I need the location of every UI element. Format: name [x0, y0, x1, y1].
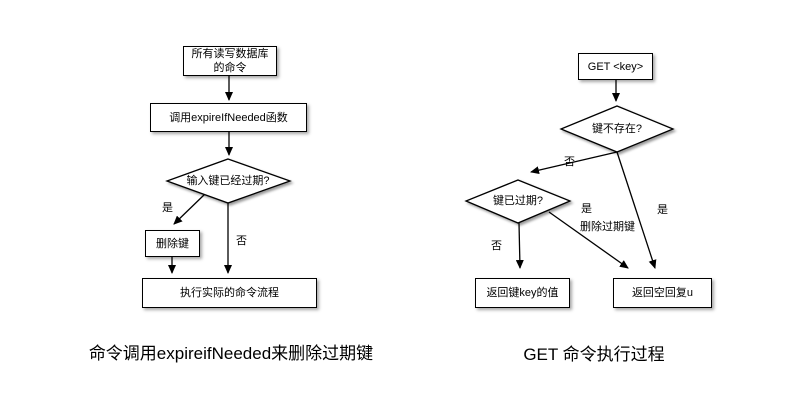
- node-return-empty-reply: 返回空回复u: [613, 278, 712, 308]
- edge-label-left-yes: 是: [162, 202, 173, 214]
- edge-label-delete-expired-key: 删除过期键: [580, 221, 635, 233]
- node-return-key-value: 返回键key的值: [475, 278, 570, 308]
- edge-label-right-no-not-exist: 否: [564, 156, 575, 168]
- node-execute-command-flow: 执行实际的命令流程: [142, 278, 317, 308]
- node-get-key: GET <key>: [578, 53, 653, 80]
- caption-left-chart: 命令调用expireifNeeded来删除过期键: [88, 344, 374, 363]
- edge-label-right-yes-not-exist: 是: [657, 204, 668, 216]
- edge-right-expired-yes-to-empty: [548, 211, 629, 269]
- decision-label-key-expired: 键已过期?: [492, 195, 544, 207]
- decision-diamond-right-expired: [464, 179, 572, 224]
- decision-label-input-key-expired: 输入键已经过期?: [186, 175, 270, 187]
- node-delete-key: 删除键: [145, 230, 200, 257]
- edge-label-right-yes-expired: 是: [581, 203, 592, 215]
- caption-right-chart: GET 命令执行过程: [523, 345, 665, 364]
- edge-right-yes-to-empty: [616, 151, 657, 269]
- edge-right-no-to-expired: [530, 151, 618, 175]
- node-all-commands: 所有读写数据库的命令: [183, 46, 277, 76]
- decision-diamond-left-expired: [165, 158, 292, 204]
- edge-right-expired-no-to-value: [515, 222, 524, 269]
- edge-label-left-no: 否: [236, 235, 247, 247]
- decision-diamond-right-not-exist: [559, 105, 675, 153]
- node-call-expireifneeded: 调用expireIfNeeded函数: [150, 103, 307, 132]
- edge-left-yes-to-delete: [173, 193, 206, 225]
- edge-label-right-no-expired: 否: [491, 240, 502, 252]
- decision-label-key-not-exist: 键不存在?: [591, 123, 643, 135]
